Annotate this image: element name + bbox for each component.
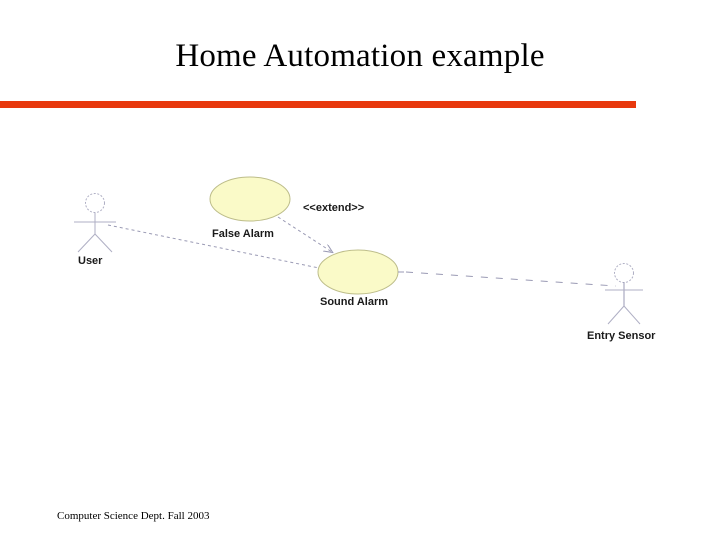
page-title: Home Automation example — [175, 38, 545, 74]
slide-footer: Computer Science Dept. Fall 2003 — [57, 510, 210, 522]
use-case-sound-alarm-label: Sound Alarm — [320, 296, 388, 308]
actor-entry-sensor[interactable]: Entry Sensor — [587, 263, 656, 343]
use-case-sound-alarm-ellipse — [317, 249, 399, 295]
extend-stereotype-label: <<extend>> — [303, 202, 364, 214]
use-case-sound-alarm[interactable]: Sound Alarm — [317, 249, 404, 308]
extend-relationship-arrow[interactable] — [277, 216, 332, 252]
actor-user-leg-right — [94, 233, 113, 253]
actor-user[interactable]: User — [74, 193, 116, 268]
actor-user-head — [85, 193, 105, 213]
use-case-diagram-svg: User False Alarm Sound Alarm Entry Sen — [74, 176, 656, 343]
use-case-false-alarm[interactable]: False Alarm — [209, 176, 291, 240]
use-case-diagram: User False Alarm Sound Alarm Entry Sen — [60, 172, 680, 347]
title-divider — [0, 101, 636, 108]
actor-entry-sensor-label: Entry Sensor — [587, 330, 656, 342]
actor-entry-sensor-head — [614, 263, 634, 283]
actor-entry-sensor-leg-right — [623, 305, 641, 325]
actor-user-label: User — [78, 255, 103, 267]
association-sound-alarm-entry-sensor[interactable] — [405, 271, 617, 287]
actor-user-leg-left — [77, 233, 96, 253]
use-case-false-alarm-ellipse — [209, 176, 291, 222]
actor-entry-sensor-leg-left — [607, 305, 625, 325]
use-case-false-alarm-label: False Alarm — [212, 228, 274, 240]
